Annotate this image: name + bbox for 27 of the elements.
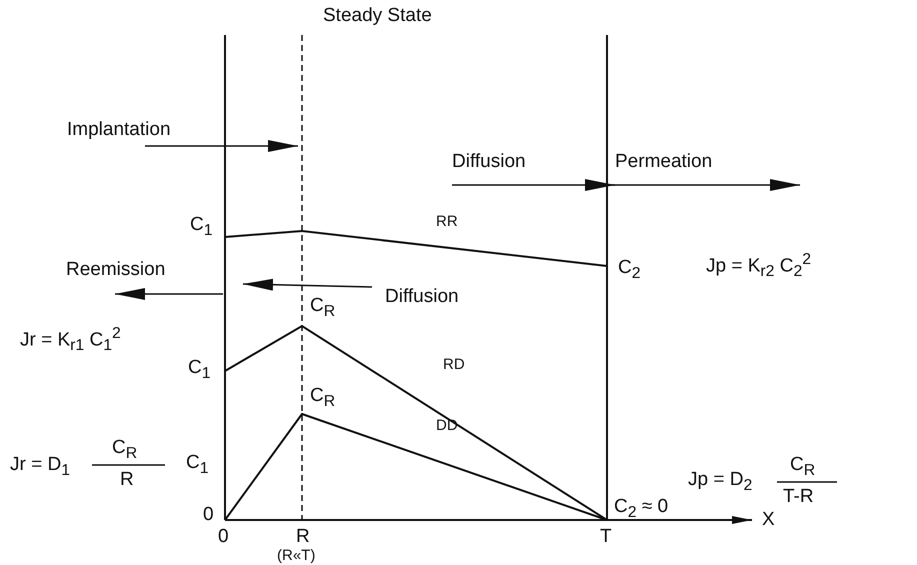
profile-label: RD xyxy=(443,357,465,372)
fraction-denominator: T-R xyxy=(783,487,814,506)
axis-label: X xyxy=(762,510,775,529)
profile-label: RR xyxy=(436,214,458,229)
concentration-label: C$_{1}$ xyxy=(186,453,209,477)
process-label: Diffusion xyxy=(385,287,459,306)
title: Steady State xyxy=(323,6,432,25)
fraction-denominator: R xyxy=(120,470,134,489)
flux-equation: Jp = D$_{2}$ xyxy=(688,470,752,494)
concentration-label: C$_{R}$ xyxy=(310,296,336,320)
process-label: Reemission xyxy=(66,260,166,279)
flux-equation: Jr = D$_{1}$ xyxy=(10,455,70,479)
concentration-label: C$_{1}$ xyxy=(188,358,211,382)
concentration-label: C$_{R}$ xyxy=(310,386,336,410)
fraction-numerator: C$_{R}$ xyxy=(790,455,816,479)
axis-tick-label: 0 xyxy=(203,505,214,524)
axis-tick-label: R xyxy=(296,527,310,546)
process-label: Diffusion xyxy=(452,152,526,171)
axis-tick-label: T xyxy=(600,527,612,546)
concentration-label: C$_{1}$ xyxy=(190,215,213,239)
axis-tick-label: 0 xyxy=(218,527,229,546)
concentration-label: C$_{2}$ ≈ 0 xyxy=(614,497,668,521)
process-label: Implantation xyxy=(67,120,171,139)
concentration-label: C$_{2}$ xyxy=(618,258,641,282)
process-label: Permeation xyxy=(615,152,712,171)
axis-tick-label: (R«T) xyxy=(277,548,316,563)
fraction-numerator: C$_{R}$ xyxy=(112,438,138,462)
